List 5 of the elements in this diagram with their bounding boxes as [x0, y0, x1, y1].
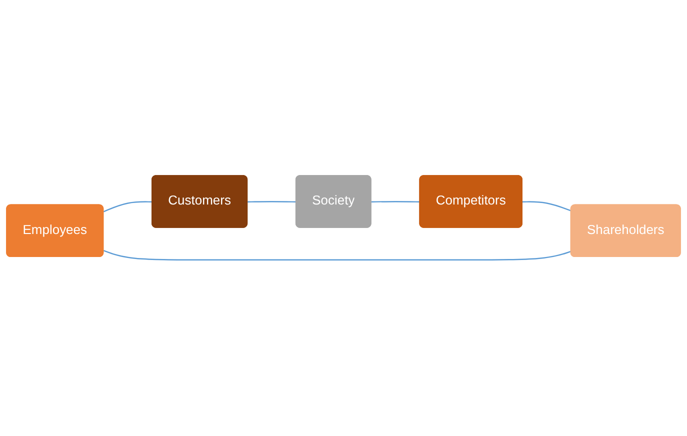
- connector: [371, 201, 420, 203]
- connector: [248, 201, 296, 203]
- connector: [103, 201, 152, 212]
- connector: [103, 250, 572, 261]
- connector: [522, 201, 572, 212]
